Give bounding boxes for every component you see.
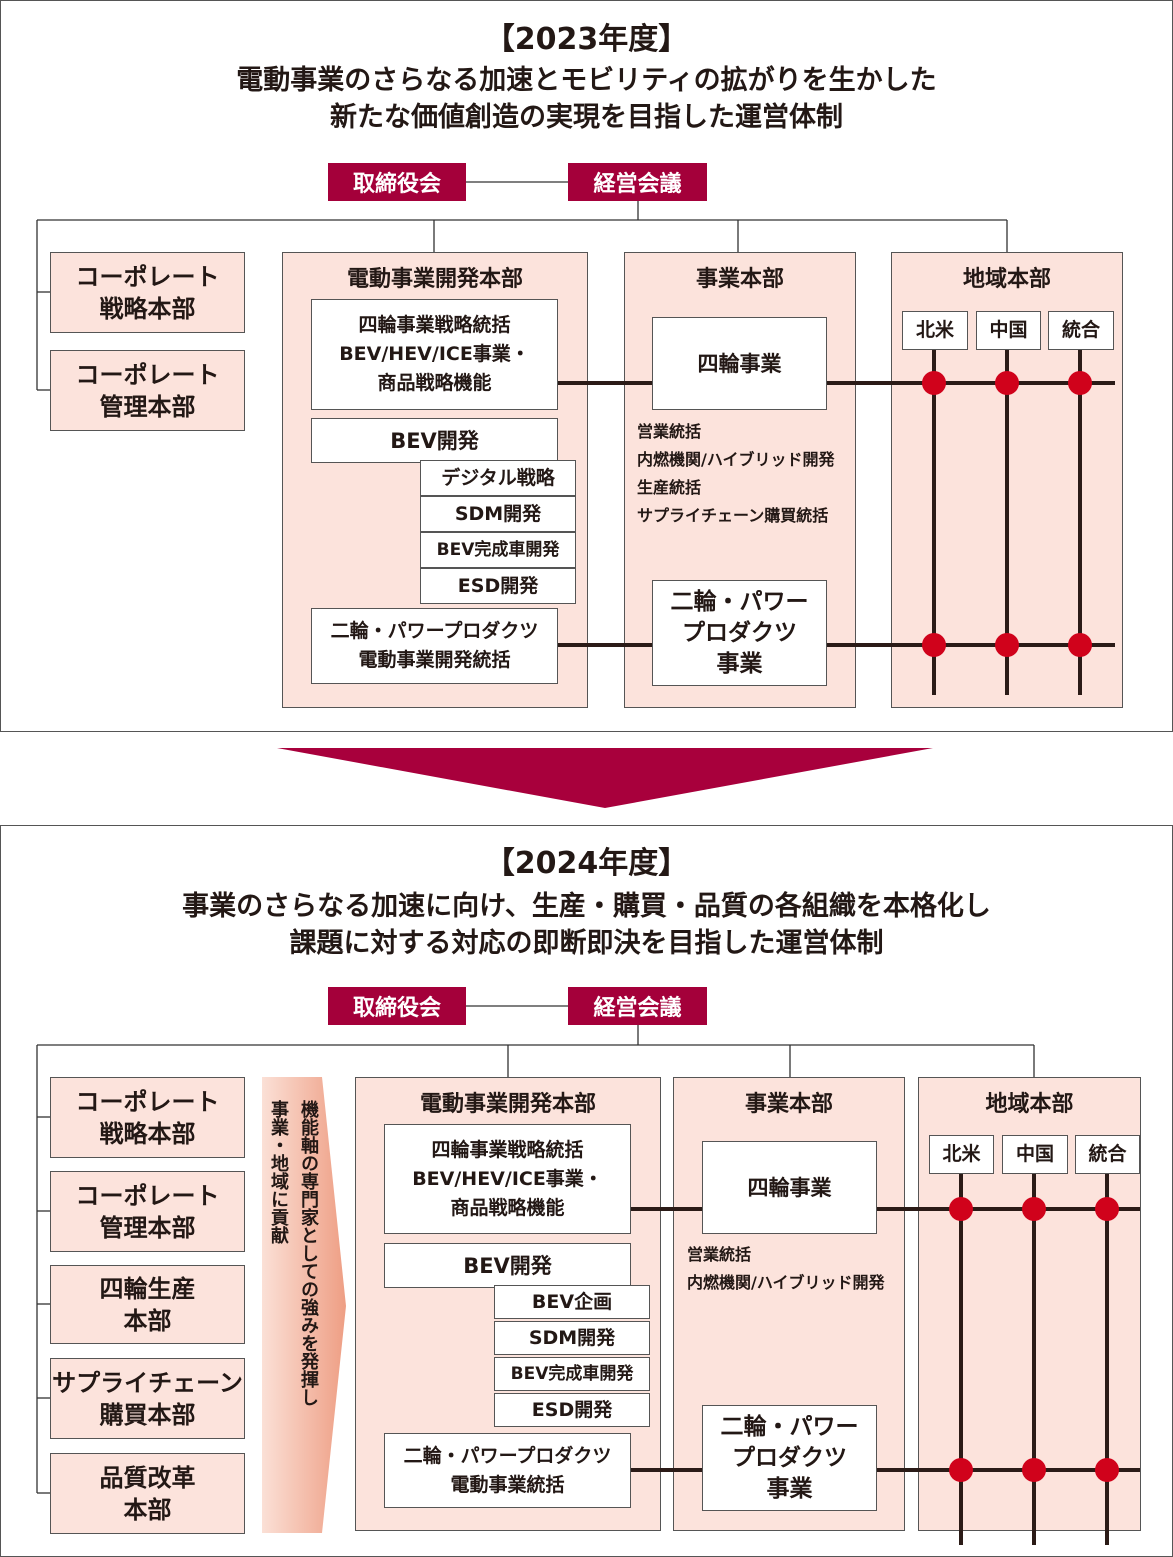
function-item: サプライチェーン購買統括	[637, 506, 829, 525]
region-north-america: 北米	[929, 1135, 994, 1174]
auto-strategy-box-2023: 四輪事業戦略統括 BEV/HEV/ICE事業・ 商品戦略機能	[311, 299, 558, 410]
motorcycle-business-box-2024: 二輪・パワー プロダクツ 事業	[702, 1405, 877, 1511]
corporate-strategy-unit-2024: コーポレート 戦略本部	[50, 1077, 245, 1158]
regional-division-title: 地域本部	[962, 267, 1051, 292]
function-item: 内燃機関/ハイブリッド開発	[637, 450, 835, 469]
subtitle-2023-line1: 電動事業のさらなる加速とモビリティの拡がりを生かした	[236, 65, 937, 96]
supply-chain-purchasing-unit-2024: サプライチェーン 購買本部	[50, 1358, 245, 1439]
function-item: 営業統括	[687, 1245, 752, 1264]
function-item: 内燃機関/ハイブリッド開発	[687, 1273, 885, 1292]
corporate-admin-unit-2024: コーポレート 管理本部	[50, 1171, 245, 1252]
bev-subunit-box: SDM開発	[494, 1321, 650, 1355]
motorcycle-business-box-2023: 二輪・パワー プロダクツ 事業	[652, 580, 827, 686]
title-2023: 【2023年度】	[484, 22, 689, 57]
executive-council-2023: 経営会議	[568, 163, 707, 201]
bev-subunit-box: BEV企画	[494, 1285, 650, 1319]
function-item: 営業統括	[637, 422, 702, 441]
board-of-directors-2023: 取締役会	[328, 163, 466, 201]
transition-arrow-icon	[277, 748, 933, 808]
regional-division-title: 地域本部	[985, 1092, 1074, 1117]
region-north-america: 北米	[902, 311, 968, 350]
bev-subunit-box: BEV完成車開発	[420, 532, 576, 568]
region-integrated: 統合	[1075, 1135, 1140, 1174]
function-item: 生産統括	[637, 478, 702, 497]
auto-business-box-2024: 四輪事業	[702, 1141, 877, 1234]
bev-dev-box-2024: BEV開発	[384, 1243, 631, 1288]
corporate-strategy-unit-2023: コーポレート 戦略本部	[50, 252, 245, 333]
region-china: 中国	[1002, 1135, 1068, 1174]
region-integrated: 統合	[1048, 311, 1114, 350]
bev-dev-box-2023: BEV開発	[311, 418, 558, 463]
bev-subunit-box: ESD開発	[494, 1393, 650, 1427]
contribution-banner-arrow-icon	[262, 1077, 346, 1533]
title-2024: 【2024年度】	[484, 846, 689, 881]
bev-subunit-box: デジタル戦略	[420, 460, 576, 496]
board-of-directors-2024: 取締役会	[328, 987, 466, 1025]
subtitle-2023-line2: 新たな価値創造の実現を目指した運営体制	[330, 102, 843, 133]
quality-reform-unit-2024: 品質改革 本部	[50, 1453, 245, 1534]
executive-council-2024: 経営会議	[568, 987, 707, 1025]
subtitle-2024-line1: 事業のさらなる加速に向け、生産・購買・品質の各組織を本格化し	[182, 891, 991, 922]
corporate-admin-unit-2023: コーポレート 管理本部	[50, 350, 245, 431]
ev-division-title: 電動事業開発本部	[346, 267, 523, 292]
auto-business-box-2023: 四輪事業	[652, 317, 827, 410]
business-division-title: 事業本部	[744, 1092, 833, 1117]
region-china: 中国	[976, 311, 1041, 350]
motorcycle-ev-box-2024: 二輪・パワープロダクツ 電動事業統括	[384, 1433, 631, 1508]
bev-subunit-box: ESD開発	[420, 568, 576, 604]
ev-division-title: 電動事業開発本部	[419, 1092, 596, 1117]
auto-strategy-box-2024: 四輪事業戦略統括 BEV/HEV/ICE事業・ 商品戦略機能	[384, 1124, 631, 1234]
auto-production-unit-2024: 四輪生産 本部	[50, 1265, 245, 1344]
bev-subunit-box: BEV完成車開発	[494, 1357, 650, 1391]
bev-subunit-box: SDM開発	[420, 496, 576, 532]
motorcycle-ev-box-2023: 二輪・パワープロダクツ 電動事業開発統括	[311, 608, 558, 684]
contribution-banner-text: 機能軸の専門家としての強みを発揮し 事業・地域に貢献	[268, 1100, 319, 1406]
subtitle-2024-line2: 課題に対する対応の即断即決を目指した運営体制	[289, 928, 884, 959]
business-division-title: 事業本部	[695, 267, 784, 292]
